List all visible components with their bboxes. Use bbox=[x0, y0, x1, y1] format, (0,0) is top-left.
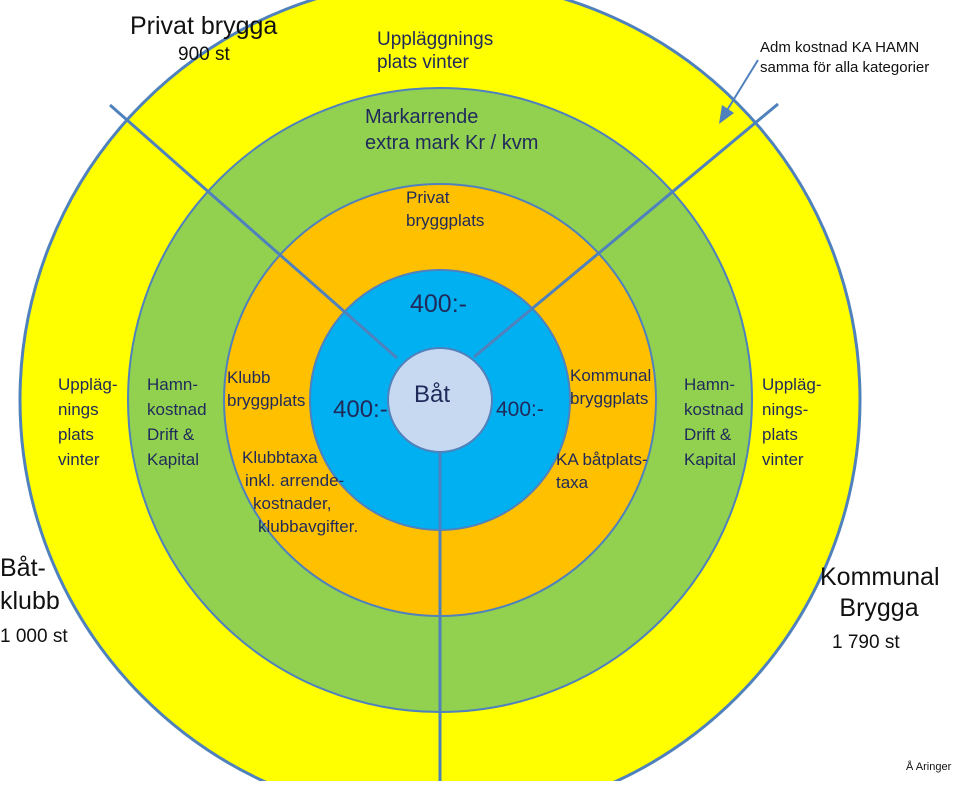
kommunal-brygga-title-line: Kommunal bbox=[820, 563, 940, 591]
inner-left-fee-line: kostnader, bbox=[253, 494, 332, 513]
kommunal-brygga-count: 1 790 st bbox=[832, 632, 900, 653]
middle-top-line: Markarrende bbox=[365, 106, 479, 128]
inner-top-line: Privat bbox=[406, 188, 450, 207]
outer-right-line: vinter bbox=[762, 450, 804, 469]
outer-top-label: Uppläggnings plats vinter bbox=[377, 28, 493, 74]
batklubb-title-line: klubb bbox=[0, 587, 60, 615]
inner-left-line: bryggplats bbox=[227, 391, 306, 410]
outer-top-line: plats vinter bbox=[377, 52, 469, 73]
inner-left-line: Klubb bbox=[227, 368, 271, 387]
middle-left-line: Kapital bbox=[147, 450, 199, 469]
middle-right-label: Hamn- kostnad Drift & Kapital bbox=[684, 372, 744, 472]
kommunal-brygga-title-line: Brygga bbox=[839, 594, 919, 622]
outer-left-line: vinter bbox=[58, 450, 100, 469]
inner-top-label: Privat bryggplats bbox=[406, 186, 484, 232]
core-right-price: 400:- bbox=[496, 398, 544, 421]
outer-right-line: plats bbox=[762, 425, 798, 444]
outer-left-line: nings bbox=[58, 400, 99, 419]
boat-label: Båt bbox=[414, 381, 451, 408]
core-left-price: 400:- bbox=[333, 396, 388, 423]
kommunal-brygga-title: Kommunal Brygga bbox=[820, 562, 940, 624]
adm-arrow-head bbox=[719, 105, 734, 124]
batklubb-title-line: Båt- bbox=[0, 554, 46, 582]
middle-right-line: kostnad bbox=[684, 400, 744, 419]
outer-right-line: nings- bbox=[762, 400, 809, 419]
middle-right-line: Drift & bbox=[684, 425, 732, 444]
batklubb-count: 1 000 st bbox=[0, 626, 68, 647]
inner-left-label: Klubb bryggplats bbox=[227, 366, 305, 412]
middle-left-line: kostnad bbox=[147, 400, 207, 419]
outer-right-line: Uppläg- bbox=[762, 375, 822, 394]
adm-note-line: samma för alla kategorier bbox=[760, 59, 930, 76]
middle-left-label: Hamn- kostnad Drift & Kapital bbox=[147, 372, 207, 472]
inner-right-line: Kommunal bbox=[570, 366, 652, 385]
inner-top-line: bryggplats bbox=[406, 211, 485, 230]
inner-left-fee-line: inkl. arrende- bbox=[245, 471, 345, 490]
middle-left-line: Drift & bbox=[147, 425, 195, 444]
outer-right-label: Uppläg- nings- plats vinter bbox=[762, 372, 822, 472]
divider-upper-right bbox=[473, 102, 779, 359]
middle-left-line: Hamn- bbox=[147, 375, 199, 394]
boat-center bbox=[387, 347, 493, 453]
adm-arrow-line bbox=[725, 59, 759, 113]
inner-right-fee-line: KA båtplats- bbox=[556, 450, 648, 469]
batklubb-title: Båt- klubb bbox=[0, 552, 60, 618]
core-top-price: 400:- bbox=[410, 290, 467, 318]
divider-upper-left bbox=[109, 103, 398, 360]
inner-right-fee-line: taxa bbox=[556, 473, 589, 492]
inner-right-fee: KA båtplats- taxa bbox=[556, 448, 648, 494]
privat-brygga-title: Privat brygga bbox=[130, 12, 278, 40]
outer-top-line: Uppläggnings bbox=[377, 29, 494, 50]
middle-right-line: Kapital bbox=[684, 450, 736, 469]
adm-note: Adm kostnad KA HAMN samma för alla kateg… bbox=[760, 38, 929, 78]
outer-left-line: plats bbox=[58, 425, 94, 444]
outer-left-line: Uppläg- bbox=[58, 375, 118, 394]
author-credit: Å Aringer bbox=[906, 761, 952, 773]
middle-top-line: extra mark Kr / kvm bbox=[365, 132, 539, 154]
adm-note-line: Adm kostnad KA HAMN bbox=[760, 39, 920, 56]
inner-left-fee: Klubbtaxa inkl. arrende- kostnader, klub… bbox=[242, 446, 358, 538]
inner-right-label: Kommunal bryggplats bbox=[570, 364, 651, 410]
inner-left-fee-line: klubbavgifter. bbox=[258, 517, 359, 536]
inner-left-fee-line: Klubbtaxa bbox=[242, 448, 318, 467]
middle-top-label: Markarrende extra mark Kr / kvm bbox=[365, 104, 538, 156]
outer-left-label: Uppläg- nings plats vinter bbox=[58, 372, 118, 472]
middle-right-line: Hamn- bbox=[684, 375, 736, 394]
privat-brygga-count: 900 st bbox=[178, 44, 230, 65]
inner-right-line: bryggplats bbox=[570, 389, 649, 408]
